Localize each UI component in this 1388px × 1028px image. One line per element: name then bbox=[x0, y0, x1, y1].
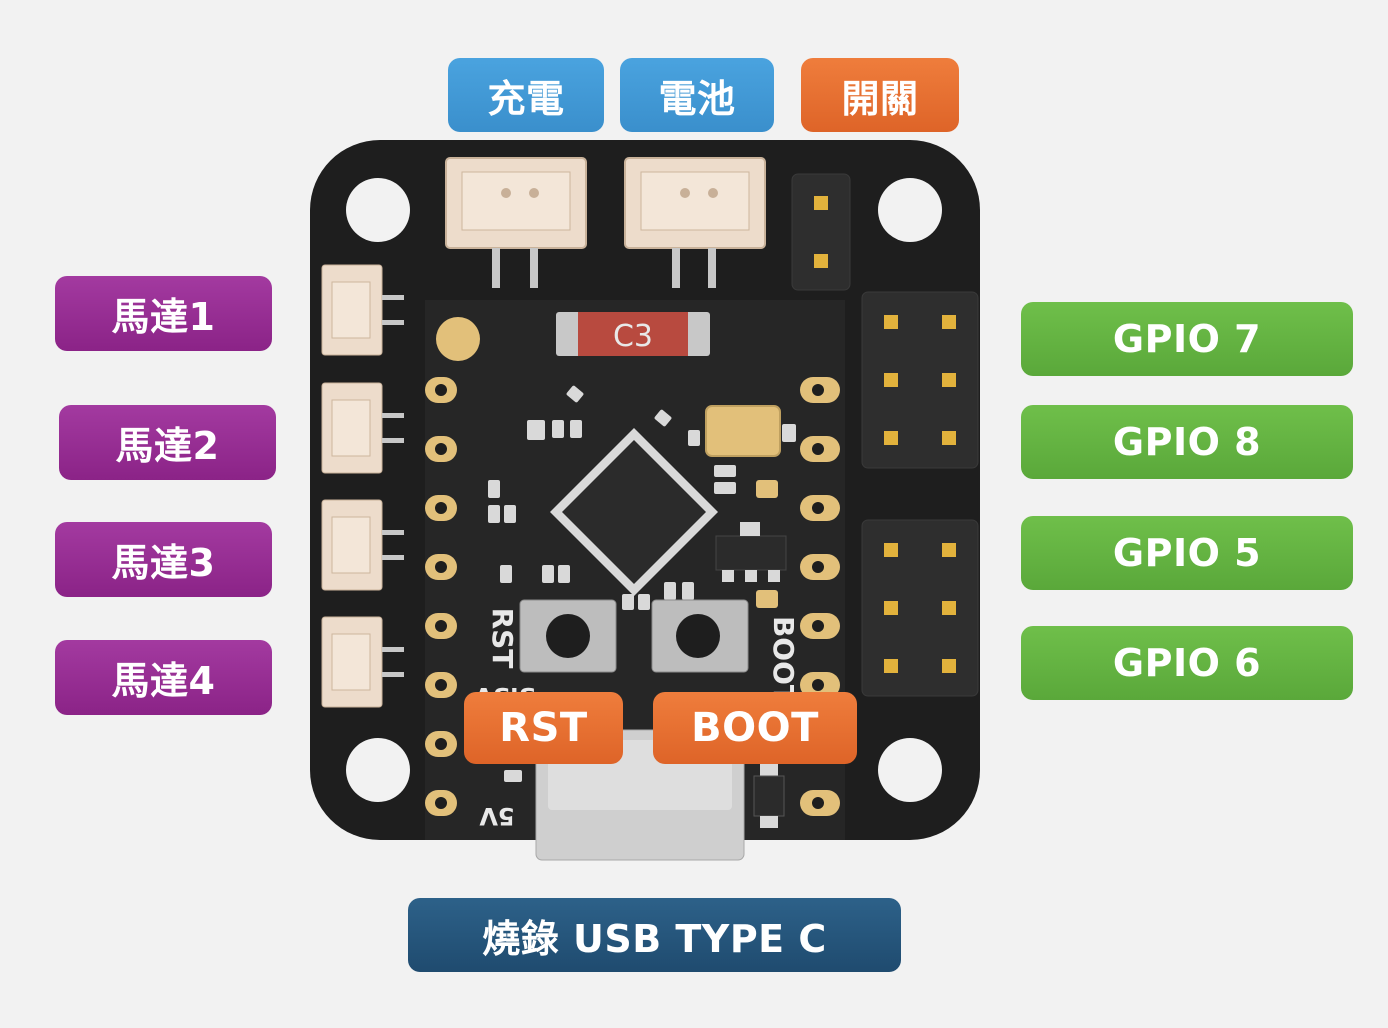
switch-header bbox=[791, 173, 851, 291]
rst-silkscreen: RST bbox=[486, 608, 519, 669]
gpio-8-label: GPIO 8 bbox=[1021, 405, 1353, 479]
boot-silkscreen: BOOT bbox=[767, 616, 800, 704]
gpio-5-label: GPIO 5 bbox=[1021, 516, 1353, 590]
motor-4-label: 馬達4 bbox=[55, 640, 272, 715]
smd-components bbox=[488, 385, 796, 782]
battery-connector bbox=[624, 157, 766, 288]
round-test-pad bbox=[436, 317, 480, 361]
capacitor-c3: C3 bbox=[556, 312, 710, 356]
usb-type-c-label: 燒錄 USB TYPE C bbox=[408, 898, 901, 972]
motor-2-label: 馬達2 bbox=[59, 405, 276, 480]
motor-3-label: 馬達3 bbox=[55, 522, 272, 597]
boot-label: BOOT bbox=[653, 692, 857, 764]
c3-marking: C3 bbox=[613, 319, 653, 354]
motor-connectors bbox=[321, 264, 404, 708]
gpio-headers bbox=[861, 291, 979, 697]
voltage-regulator bbox=[715, 522, 787, 582]
rst-tactile-button bbox=[519, 599, 617, 673]
gpio-6-label: GPIO 6 bbox=[1021, 626, 1353, 700]
gpio-7-label: GPIO 7 bbox=[1021, 302, 1353, 376]
mcu-chip bbox=[550, 428, 718, 596]
charge-connector bbox=[445, 157, 587, 288]
charge-label: 充電 bbox=[448, 58, 604, 132]
mounting-holes bbox=[346, 178, 942, 802]
motor-1-label: 馬達1 bbox=[55, 276, 272, 351]
v5-silkscreen: 5V bbox=[479, 802, 515, 830]
right-pads bbox=[800, 377, 840, 816]
left-pads bbox=[425, 377, 457, 816]
rst-label: RST bbox=[464, 692, 623, 764]
boot-tactile-button bbox=[651, 599, 749, 673]
switch-label: 開關 bbox=[801, 58, 959, 132]
crystal bbox=[705, 405, 781, 457]
battery-label: 電池 bbox=[620, 58, 774, 132]
diode bbox=[753, 764, 785, 828]
